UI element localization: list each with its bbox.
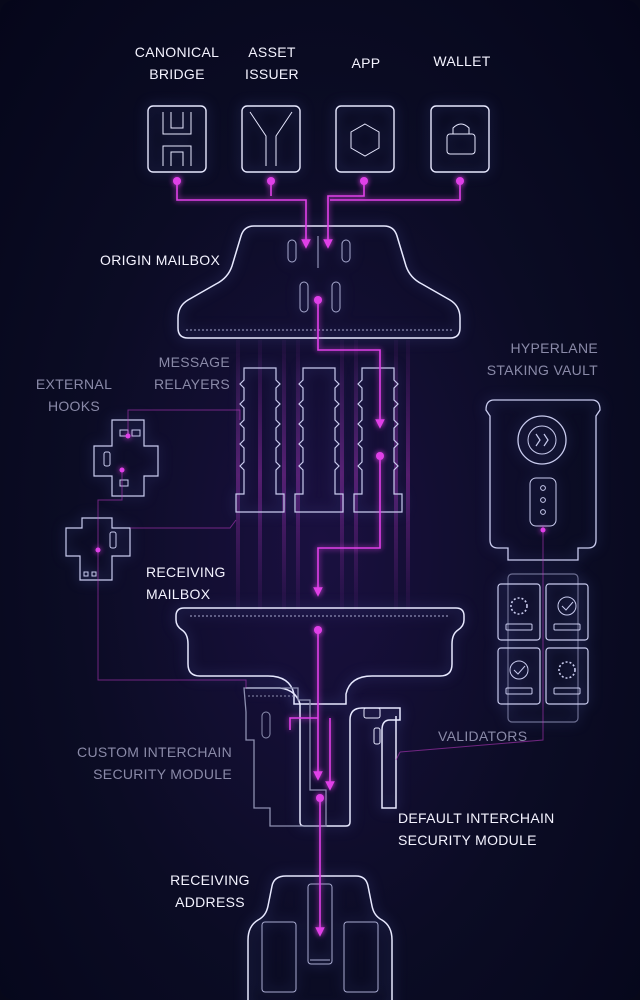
external-hook-1: [93, 419, 159, 497]
relayer-column-2: [294, 367, 344, 513]
label-canonical-bridge: CANONICAL BRIDGE: [112, 41, 242, 85]
secondary-connections: [97, 409, 544, 761]
label-line: WALLET: [433, 53, 491, 69]
label-receiving-address: RECEIVING ADDRESS: [150, 869, 270, 913]
external-hook-2: [65, 517, 131, 581]
label-line: SECURITY MODULE: [93, 766, 232, 782]
label-line: RELAYERS: [153, 376, 230, 392]
label-validators: VALIDATORS: [438, 725, 527, 747]
label-line: DEFAULT INTERCHAIN: [398, 810, 555, 826]
label-line: RECEIVING: [146, 564, 226, 580]
label-line: SECURITY MODULE: [398, 832, 537, 848]
label-custom-ism: CUSTOM INTERCHAIN SECURITY MODULE: [52, 741, 232, 785]
label-line: RECEIVING: [170, 872, 250, 888]
hyperlane-logo-icon: [535, 433, 549, 447]
label-line: EXTERNAL: [35, 376, 113, 392]
loading-spinner-icon: [510, 597, 576, 679]
relayer-column-1: [235, 367, 285, 513]
label-app: APP: [316, 52, 416, 74]
label-line: ASSET: [248, 44, 296, 60]
label-wallet: WALLET: [412, 50, 512, 72]
lock-wallet-icon: [446, 123, 476, 155]
relayer-column-3: [353, 367, 403, 513]
label-line: STAKING VAULT: [486, 362, 598, 378]
label-line: APP: [351, 55, 381, 71]
hexagon-app-icon: [350, 123, 380, 157]
asset-issuer-box: [241, 105, 301, 173]
bridge-icon: [162, 112, 192, 166]
wallet-box: [430, 105, 490, 173]
custom-ism-shape: [243, 687, 327, 827]
label-default-ism: DEFAULT INTERCHAIN SECURITY MODULE: [398, 807, 555, 851]
canonical-bridge-box: [147, 105, 207, 173]
origin-mailbox-shape: [177, 225, 461, 339]
relay-beams: [236, 340, 410, 610]
asset-issuer-icon: [249, 111, 293, 166]
checkmark-seal-icon: [509, 596, 577, 680]
flow-nodes: [95, 177, 546, 802]
label-line: MAILBOX: [146, 586, 211, 602]
message-flow-path: [176, 181, 461, 937]
label-line: MESSAGE: [158, 354, 230, 370]
label-line: ADDRESS: [175, 894, 245, 910]
label-hyperlane-staking-vault: HYPERLANE STAKING VAULT: [460, 337, 598, 381]
label-line: HYPERLANE: [510, 340, 598, 356]
receiving-mailbox-shape: [175, 607, 465, 705]
label-origin-mailbox: ORIGIN MAILBOX: [100, 249, 220, 271]
label-line: ORIGIN MAILBOX: [100, 252, 221, 268]
label-line: HOOKS: [47, 398, 101, 414]
receiving-address-shape: [247, 875, 393, 1000]
label-receiving-mailbox: RECEIVING MAILBOX: [146, 561, 226, 605]
label-line: VALIDATORS: [438, 728, 528, 744]
label-line: CANONICAL: [134, 44, 220, 60]
label-asset-issuer: ASSET ISSUER: [222, 41, 322, 85]
default-ism-shape: [246, 687, 401, 827]
label-message-relayers: MESSAGE RELAYERS: [110, 351, 230, 395]
app-box: [335, 105, 395, 173]
label-line: ISSUER: [245, 66, 299, 82]
label-external-hooks: EXTERNAL HOOKS: [24, 373, 124, 417]
label-line: BRIDGE: [149, 66, 205, 82]
label-line: CUSTOM INTERCHAIN: [77, 744, 232, 760]
